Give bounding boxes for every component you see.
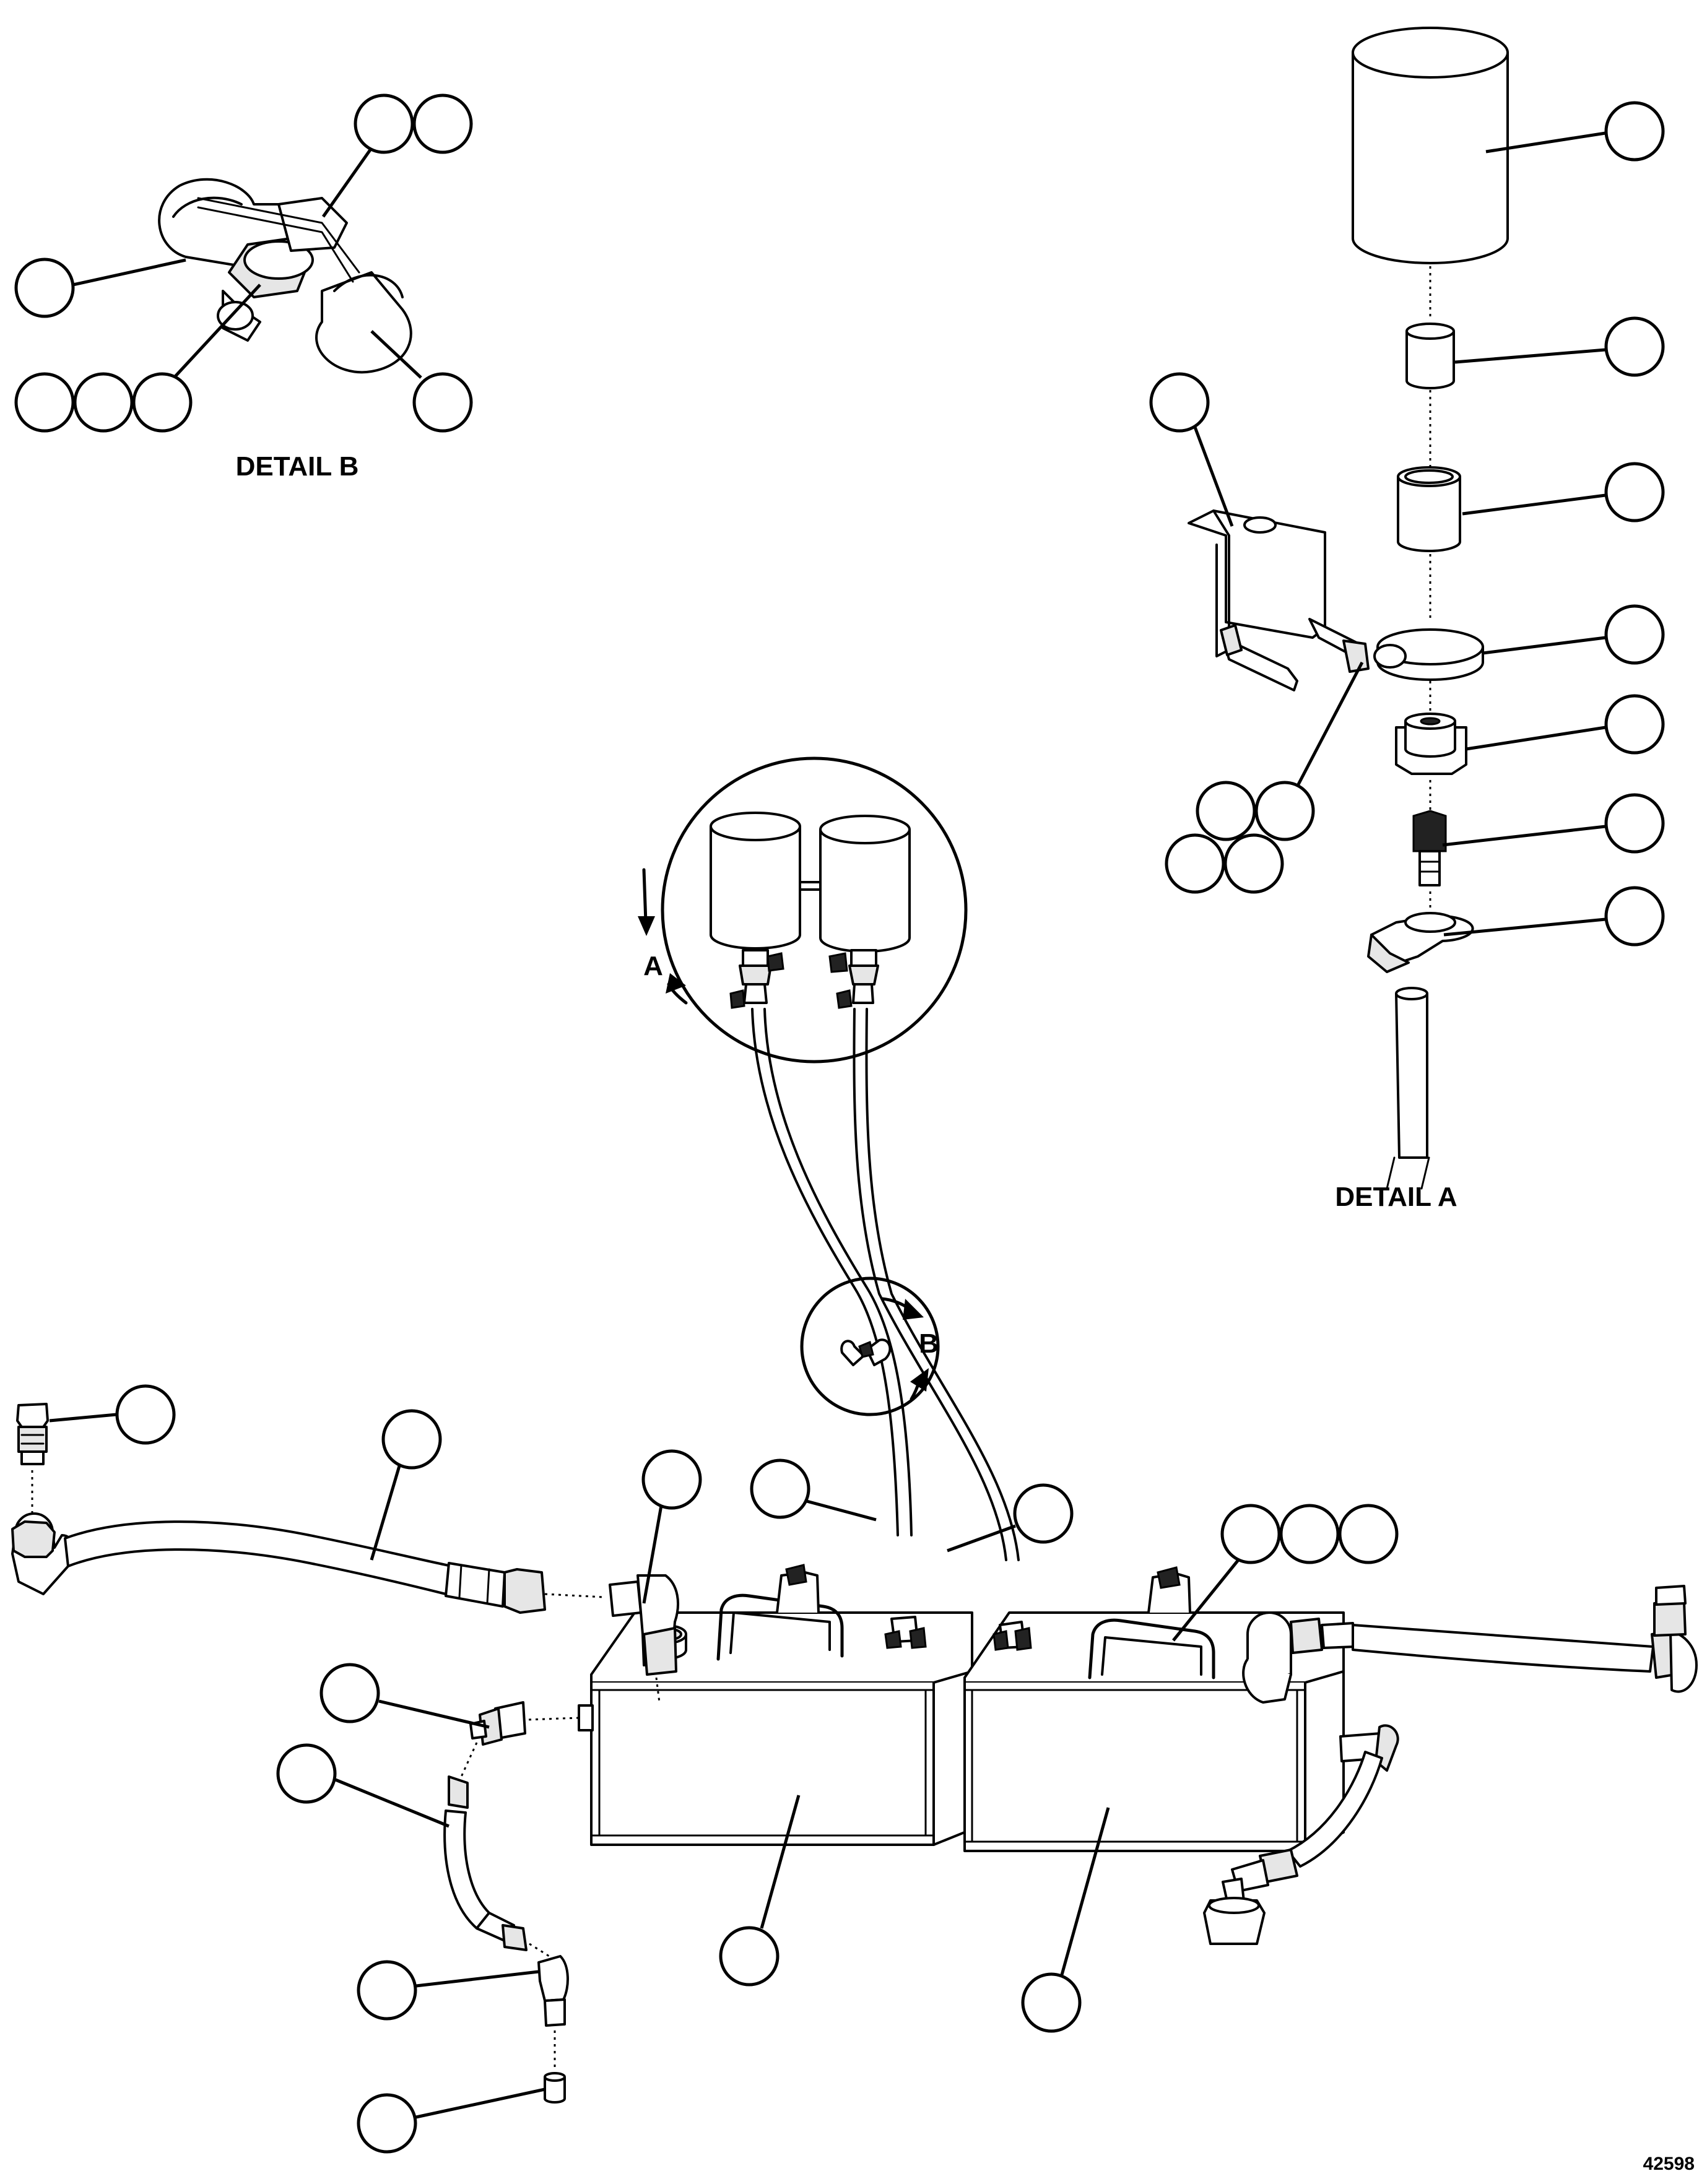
callout-balloon <box>1149 372 1210 433</box>
callout-balloon <box>1021 1972 1082 2033</box>
callout-balloon <box>381 1409 442 1470</box>
detail-a-filter-assembly <box>1188 27 1509 1190</box>
callout-balloon <box>1223 833 1284 894</box>
callout-balloon <box>132 372 193 433</box>
view-a-twin-filters <box>638 756 968 1064</box>
callout-balloon <box>1013 1483 1074 1544</box>
callout-balloon <box>14 258 75 318</box>
callout-balloon <box>1220 1504 1281 1564</box>
left-return-hose <box>11 1403 679 1703</box>
callout-balloon <box>1604 316 1665 377</box>
callout-balloon <box>357 2093 417 2154</box>
right-return-hose <box>1352 1585 1698 1693</box>
callout-balloon <box>1338 1504 1399 1564</box>
callout-balloon <box>719 1926 780 1987</box>
callout-balloon <box>14 372 75 433</box>
callout-balloon <box>412 372 473 433</box>
callout-balloon <box>1604 694 1665 755</box>
callout-balloon <box>641 1449 702 1510</box>
callout-balloon <box>1165 833 1225 894</box>
view-b-marker: B <box>919 1328 939 1359</box>
drain-assembly-left <box>443 1701 580 2104</box>
detail-a-callouts <box>1149 101 1665 947</box>
callout-balloon <box>1254 781 1315 841</box>
main-view-callouts <box>49 1384 1399 2154</box>
callout-balloon <box>1604 101 1665 162</box>
callout-balloon <box>1196 781 1256 841</box>
left-tank <box>578 1564 973 1846</box>
callout-balloon <box>319 1663 380 1723</box>
view-b-hose-clamp <box>800 1276 940 1416</box>
detail-b-caption: DETAIL B <box>236 451 359 482</box>
right-tank <box>963 1566 1399 1852</box>
callout-balloon <box>276 1743 337 1804</box>
callout-balloon <box>73 372 134 433</box>
supply-hoses <box>751 1008 1020 1561</box>
detail-b-callouts <box>14 93 473 433</box>
callout-balloon <box>412 93 473 154</box>
callout-balloon <box>1604 886 1665 947</box>
document-number: 42598 <box>1643 2154 1695 2174</box>
callout-balloon <box>1604 462 1665 522</box>
callout-balloon <box>1604 604 1665 665</box>
callout-balloon <box>115 1384 176 1445</box>
callout-balloon <box>750 1458 810 1519</box>
detail-a-caption: DETAIL A <box>1335 1182 1457 1212</box>
detail-b-clamp-assembly <box>158 178 412 374</box>
view-a-marker: A <box>643 951 663 981</box>
callout-balloon <box>357 1960 417 2021</box>
drain-hose-right <box>1203 1751 1383 1945</box>
callout-balloon <box>1604 793 1665 854</box>
callout-balloon <box>1279 1504 1340 1564</box>
callout-balloon <box>354 93 414 154</box>
